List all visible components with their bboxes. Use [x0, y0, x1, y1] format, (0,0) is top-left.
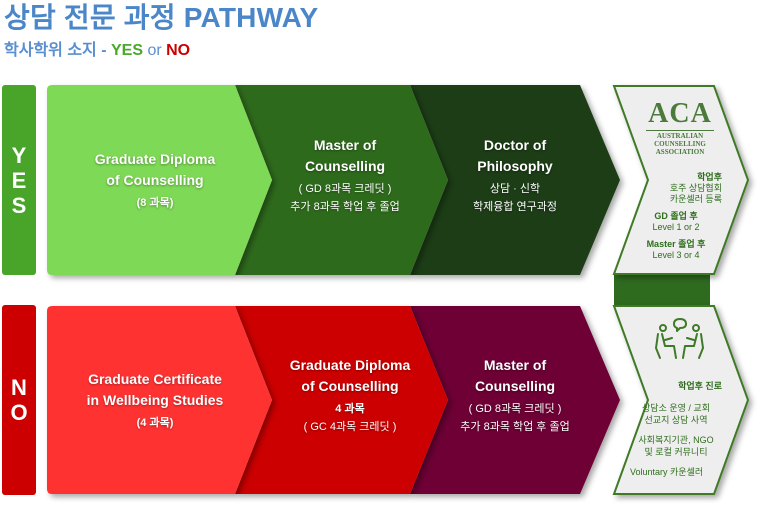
aca-logo-line1: AUSTRALIAN — [656, 132, 704, 140]
yes-step1-note: (8 과목) — [136, 197, 174, 209]
no-step1-title-line1: Graduate Certificate — [88, 371, 222, 387]
no-step2-note2: ( GC 4과목 크레딧 ) — [303, 421, 397, 433]
yes-outcome-line2: 카운셀러 등록 — [669, 194, 722, 204]
master-level: Level 3 or 4 — [652, 250, 700, 260]
yes-step1: Graduate Diploma of Counselling (8 과목) — [60, 85, 250, 275]
no-step3-title-line2: Counselling — [474, 378, 556, 394]
yes-step3-note1: 상담 · 신학 — [489, 183, 541, 195]
yes-step2: Master of Counselling ( GD 8과목 크레딧 ) 추가 … — [270, 85, 420, 265]
aca-logo-mark: ACA — [648, 98, 712, 129]
no-step3: Master of Counselling ( GD 8과목 크레딧 ) 추가 … — [445, 306, 585, 484]
yes-step1-title-line1: Graduate Diploma — [94, 151, 216, 167]
no-outcome-notes: 학업후 진로 상담소 운영 / 교회 선교지 상담 사역 사회복지기관, NGO… — [626, 380, 726, 478]
outcome-connector — [614, 275, 710, 307]
yes-label-tab: Y E S — [2, 85, 36, 275]
yes-step2-note1: ( GD 8과목 크레딧 ) — [298, 183, 392, 195]
yes-step3: Doctor of Philosophy 상담 · 신학 학제융합 연구과정 — [445, 85, 585, 265]
no-step3-note1: ( GD 8과목 크레딧 ) — [468, 403, 562, 415]
yes-step3-title-line1: Doctor of — [483, 137, 547, 153]
no-letter: N — [11, 375, 27, 400]
no-label-tab: N O — [2, 305, 36, 495]
yes-step2-chevron — [235, 85, 448, 275]
no-step3-title-line1: Master of — [483, 357, 547, 373]
page-subtitle: 학사학위 소지 - YES or NO — [4, 36, 190, 60]
yes-letter: E — [11, 167, 27, 193]
aca-logo: ACA AUSTRALIAN COUNSELLING ASSOCIATION — [640, 100, 720, 156]
yes-outcome-line1: 호주 상담협회 — [669, 183, 722, 193]
yes-step1-box — [47, 85, 272, 275]
yes-step3-note2: 학제융합 연구과정 — [472, 201, 557, 213]
no-outcome-heading: 학업후 진로 — [678, 381, 722, 391]
yes-outcome-chevron — [612, 85, 750, 275]
master-heading: Master 졸업 후 — [646, 239, 706, 249]
yes-letter: Y — [11, 142, 27, 168]
counselling-session-icon — [655, 318, 704, 359]
gd-level: Level 1 or 2 — [652, 222, 700, 232]
aca-logo-line3: ASSOCIATION — [655, 148, 705, 156]
subtitle-no: NO — [166, 42, 191, 59]
yes-step2-title-line1: Master of — [313, 137, 377, 153]
no-step2-title-line1: Graduate Diploma — [289, 357, 411, 373]
aca-logo-line2: COUNSELLING — [654, 140, 706, 148]
no-outcome-line1: 상담소 운영 / 교회 — [642, 403, 710, 413]
no-outcome-line3: 사회복지기관, NGO — [638, 435, 714, 445]
no-step2-title-line2: of Counselling — [301, 378, 399, 394]
yes-step1-title-line2: of Counselling — [106, 172, 204, 188]
no-outcome-line2: 선교지 상담 사역 — [644, 415, 708, 425]
no-step3-chevron — [410, 306, 620, 494]
no-step2-chevron — [235, 306, 448, 494]
yes-outcome-notes: 학업후 호주 상담협회 카운셀러 등록 GD 졸업 후 Level 1 or 2… — [630, 172, 722, 261]
no-outcome-chevron — [612, 305, 750, 495]
aca-logo-rule — [646, 130, 714, 131]
no-step1-title-line2: in Wellbeing Studies — [86, 392, 224, 408]
no-step2-note1: 4 과목 — [335, 403, 365, 415]
subtitle-prefix: 학사학위 소지 - — [4, 42, 111, 59]
no-step1-note: (4 과목) — [136, 417, 174, 429]
yes-step2-title-line2: Counselling — [304, 158, 386, 174]
no-outcome-line4: 및 로컬 커뮤니티 — [644, 447, 708, 457]
no-letter: O — [10, 400, 28, 425]
yes-letter: S — [11, 192, 27, 218]
no-step3-note2: 추가 8과목 학업 후 졸업 — [460, 421, 570, 433]
page-title: 상담 전문 과정 PATHWAY — [4, 2, 319, 33]
no-step2: Graduate Diploma of Counselling 4 과목 ( G… — [270, 306, 430, 484]
no-step1-box — [47, 306, 272, 494]
gd-heading: GD 졸업 후 — [654, 211, 698, 221]
no-step1: Graduate Certificate in Wellbeing Studie… — [55, 306, 255, 494]
subtitle-yes: YES — [110, 42, 143, 59]
yes-step2-note2: 추가 8과목 학업 후 졸업 — [290, 201, 400, 213]
no-outcome-line5: Voluntary 카운셀러 — [630, 467, 704, 477]
yes-outcome-heading: 학업후 — [697, 172, 722, 182]
yes-step3-title-line2: Philosophy — [477, 158, 553, 174]
yes-step3-chevron — [410, 85, 620, 275]
subtitle-or: or — [143, 42, 167, 59]
